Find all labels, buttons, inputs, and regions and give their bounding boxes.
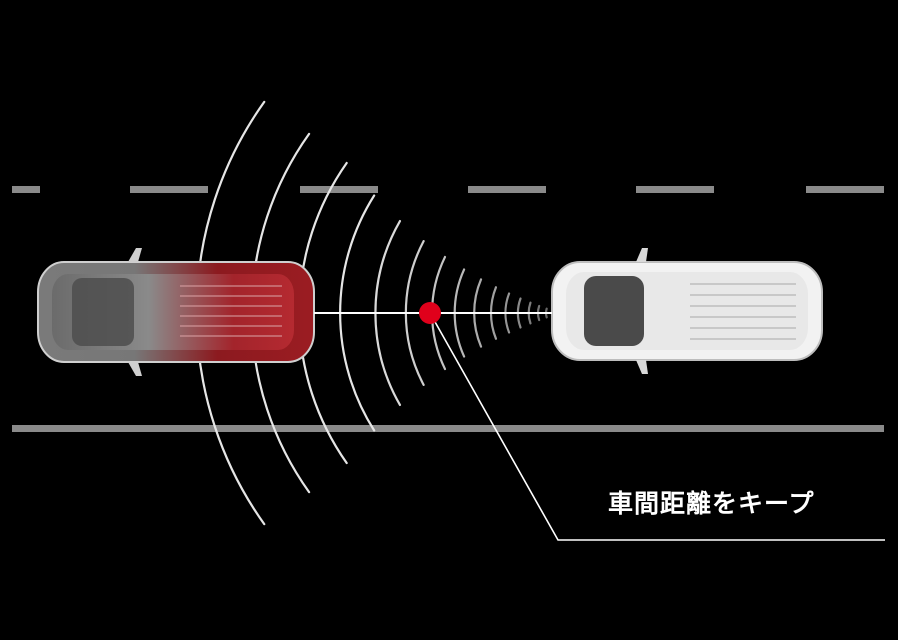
distance-point-icon [419,302,441,324]
solid-lane-line [12,425,884,432]
own-vehicle-icon [38,248,314,376]
lead-vehicle-icon [552,248,822,374]
keep-distance-caption: 車間距離をキープ [608,484,815,520]
